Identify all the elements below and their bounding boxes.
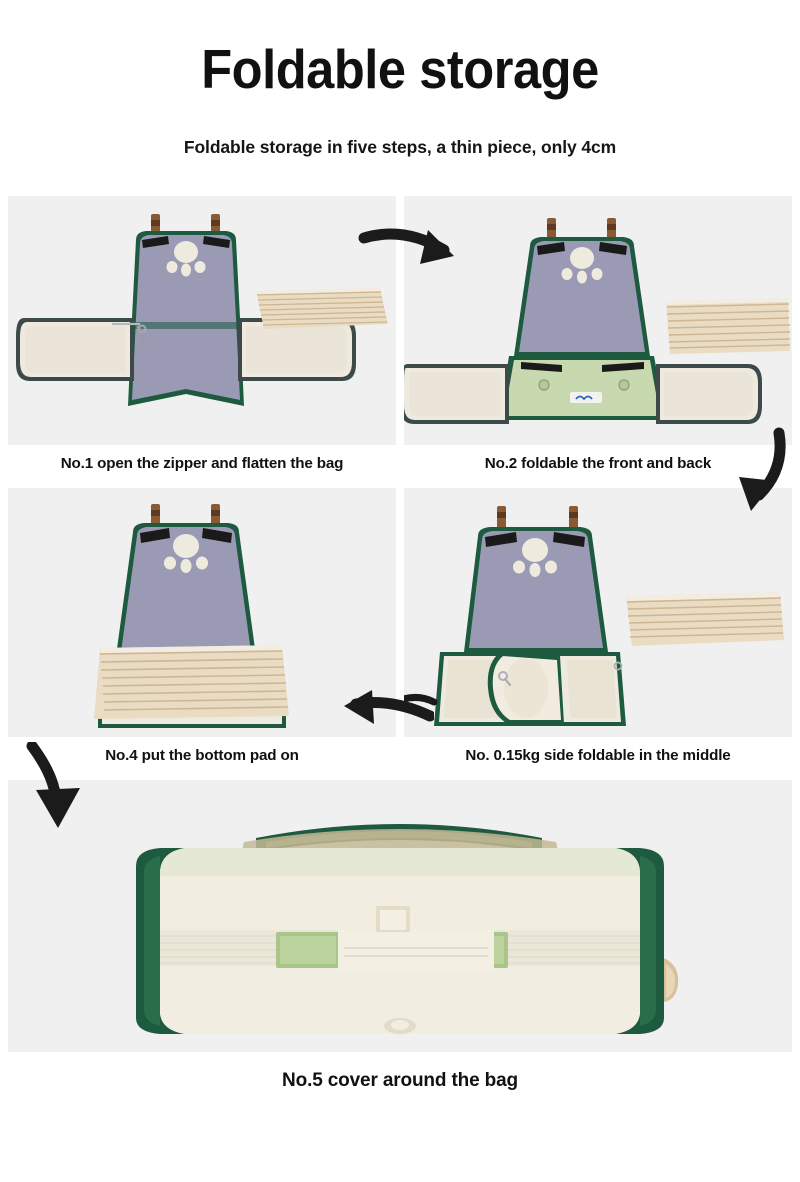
step-row-2: No.4 put the bottom pad on <box>8 488 792 772</box>
step-cell-1: No.1 open the zipper and flatten the bag <box>8 196 396 480</box>
handle-strip-group-base <box>521 362 644 372</box>
step-cell-2: No.2 foldable the front and back <box>404 196 792 480</box>
step-3-photo <box>404 488 792 737</box>
step-1-caption: No.1 open the zipper and flatten the bag <box>60 455 344 472</box>
paw-print-icon <box>561 247 603 284</box>
step-cell-4: No.4 put the bottom pad on <box>8 488 396 772</box>
side-flap-right <box>656 364 762 424</box>
step-4-caption: No.4 put the bottom pad on <box>105 747 299 764</box>
step-row-1: No.1 open the zipper and flatten the bag <box>8 196 792 480</box>
bag-front-back-folded-illustration <box>404 218 791 424</box>
side-flap-left <box>404 364 509 424</box>
paw-print-icon <box>513 538 557 577</box>
side-flap-left <box>16 318 134 381</box>
zipper-pull-icon <box>112 322 148 350</box>
folded-side-flaps <box>434 652 626 726</box>
snap-button-group <box>538 379 630 391</box>
handle-strip-group <box>537 242 627 255</box>
step-cell-5: No.5 cover around the bag <box>8 780 792 1100</box>
bottom-pad <box>626 592 784 646</box>
step-4-photo <box>8 488 396 737</box>
bag-flattened-illustration <box>16 214 388 406</box>
step-1-photo <box>8 196 396 445</box>
steps-grid: No.1 open the zipper and flatten the bag <box>8 196 792 1108</box>
step-2-caption: No.2 foldable the front and back <box>484 455 712 472</box>
bag-sides-folded-middle-illustration <box>404 506 784 726</box>
brand-logo-label <box>570 392 602 403</box>
paw-print-icon <box>164 534 208 573</box>
bag-with-bottom-pad-illustration <box>94 504 289 728</box>
bottom-pad <box>666 298 791 354</box>
handle-strip-group <box>140 528 232 543</box>
step-cell-3: No. 0.15kg side foldable in the middle <box>404 488 792 772</box>
leather-strap-group <box>497 506 578 532</box>
bottom-snap <box>384 1018 416 1034</box>
paw-print-icon <box>166 241 206 277</box>
bottom-pad <box>94 645 289 719</box>
step-row-3: No.5 cover around the bag <box>8 780 792 1100</box>
step-5-photo <box>8 780 792 1052</box>
side-flap-right <box>238 318 356 381</box>
page-title: Foldable storage <box>201 38 599 100</box>
bag-rolled-closed-illustration <box>136 824 679 1034</box>
page-subtitle: Foldable storage in five steps, a thin p… <box>183 137 617 157</box>
step-3-caption: No. 0.15kg side foldable in the middle <box>465 747 731 764</box>
velcro-strap-group <box>276 906 508 972</box>
bottom-pad <box>256 288 388 329</box>
handle-strip-group <box>485 532 585 547</box>
step-2-photo <box>404 196 792 445</box>
handle-strip-group <box>142 236 230 248</box>
step-5-caption: No.5 cover around the bag <box>282 1070 518 1091</box>
